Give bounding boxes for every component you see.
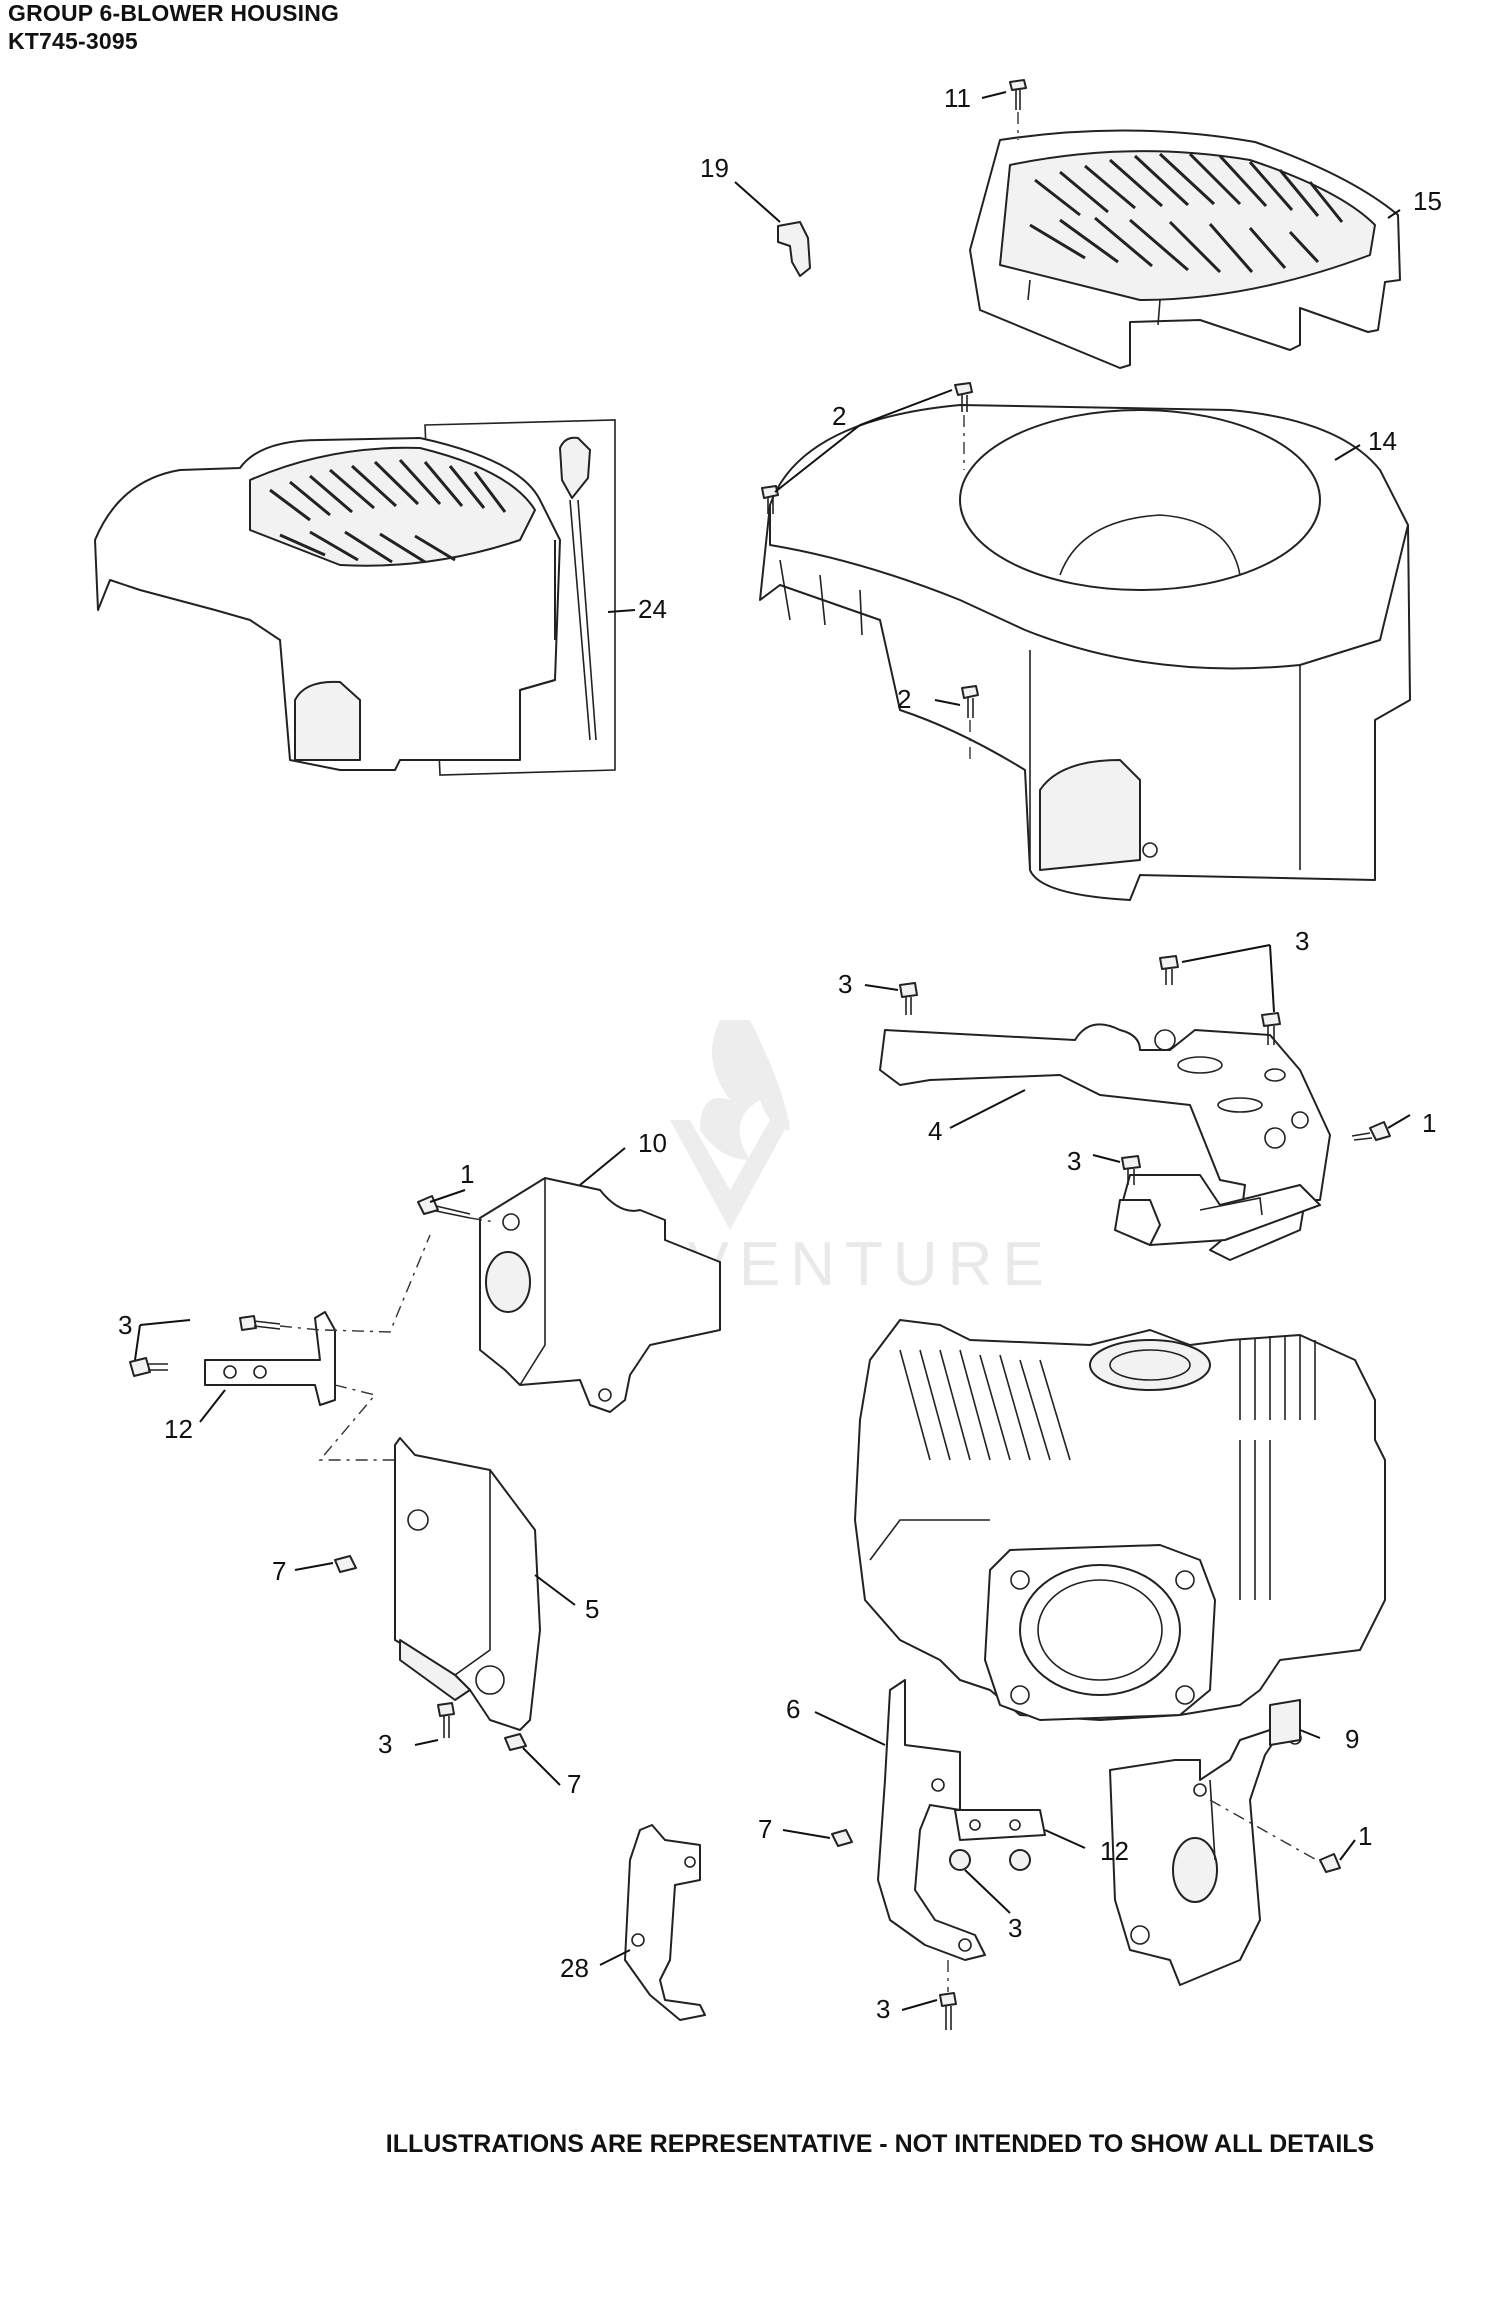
part-3-bolt-a (899, 982, 918, 1015)
callout-3-d: 3 (118, 1310, 132, 1340)
part-3-bolt-e (239, 1315, 321, 1331)
callout-6: 6 (786, 1694, 800, 1724)
part-3-bolt-g (437, 1702, 455, 1738)
callout-2-bottom: 2 (897, 684, 911, 714)
assembled-housing-preview (94, 419, 616, 776)
callout-28: 28 (560, 1953, 589, 1983)
callout-3-f: 3 (1008, 1913, 1022, 1943)
part-6-shield (877, 1679, 986, 1961)
part-14-blower-housing (759, 404, 1411, 901)
part-12-bracket-left (204, 1311, 336, 1406)
part-10-baffle (479, 1177, 721, 1413)
callout-5: 5 (585, 1594, 599, 1624)
callout-7-b: 7 (567, 1769, 581, 1799)
part-2-screw-left (761, 485, 779, 514)
part-3-bolt-i (939, 1960, 957, 2030)
part-1-screw-a (1351, 1121, 1391, 1141)
part-11-screw (1009, 79, 1027, 140)
part-19-clip (777, 221, 811, 277)
part-2-screw-top (954, 382, 973, 470)
model-number: KT745-3095 (8, 28, 138, 54)
part-3-nut-h (949, 1849, 1031, 1871)
disclaimer-text: ILLUSTRATIONS ARE REPRESENTATIVE - NOT I… (385, 2130, 1375, 2158)
callout-11: 11 (944, 83, 971, 113)
callout-3-b: 3 (1295, 926, 1309, 956)
callout-1-b: 1 (460, 1159, 474, 1189)
watermark-logo-icon (670, 1020, 790, 1230)
callout-12-right: 12 (1100, 1836, 1129, 1866)
part-3-bolt-b (1159, 955, 1179, 985)
part-9-shield (1109, 1699, 1302, 1986)
callout-1-a: 1 (1422, 1108, 1436, 1138)
dashline-bracket-to-shield (318, 1384, 395, 1461)
engine-crankcase (854, 1319, 1386, 1721)
callout-3-e: 3 (378, 1729, 392, 1759)
part-7-nut-c (831, 1829, 853, 1847)
callout-19: 19 (700, 153, 729, 183)
part-4-baffle (879, 1023, 1331, 1261)
callout-labels: 11 19 15 2 14 24 2 3 3 1 4 3 1 10 3 12 7… (118, 83, 1442, 2024)
group-title: GROUP 6-BLOWER HOUSING (8, 0, 340, 26)
part-3-bolt-c (1261, 1012, 1281, 1045)
callout-7-a: 7 (272, 1556, 286, 1586)
callout-1-c: 1 (1358, 1821, 1372, 1851)
callout-3-a: 3 (838, 969, 852, 999)
part-15-grille-cover (969, 129, 1401, 369)
callout-2-top: 2 (832, 401, 846, 431)
callout-3-g: 3 (876, 1994, 890, 2024)
dashline-bracket-to-baffle (324, 1234, 431, 1333)
part-2-screw-bottom (961, 685, 979, 760)
callout-14: 14 (1368, 426, 1397, 456)
part-5-shield (394, 1437, 541, 1731)
callout-12-left: 12 (164, 1414, 193, 1444)
callout-7-c: 7 (758, 1814, 772, 1844)
callout-24: 24 (638, 594, 667, 624)
callout-4: 4 (928, 1116, 942, 1146)
part-3-bolt-f (129, 1357, 168, 1377)
part-24-dipstick (559, 436, 597, 741)
callout-15: 15 (1413, 186, 1442, 216)
part-28-bracket (624, 1824, 706, 2021)
disclaimer-footer: ILLUSTRATIONS ARE REPRESENTATIVE - NOT I… (0, 2130, 1500, 2159)
callout-9: 9 (1345, 1724, 1359, 1754)
leader-lines (134, 91, 1411, 2011)
part-3-bolt-d (1121, 1155, 1141, 1185)
callout-10: 10 (638, 1128, 667, 1158)
part-7-nut-a (334, 1555, 357, 1573)
callout-3-c: 3 (1067, 1146, 1081, 1176)
part-1-screw-c (1209, 1799, 1341, 1873)
part-7-nut-b (504, 1733, 527, 1751)
part-12-bracket-right (954, 1809, 1046, 1841)
